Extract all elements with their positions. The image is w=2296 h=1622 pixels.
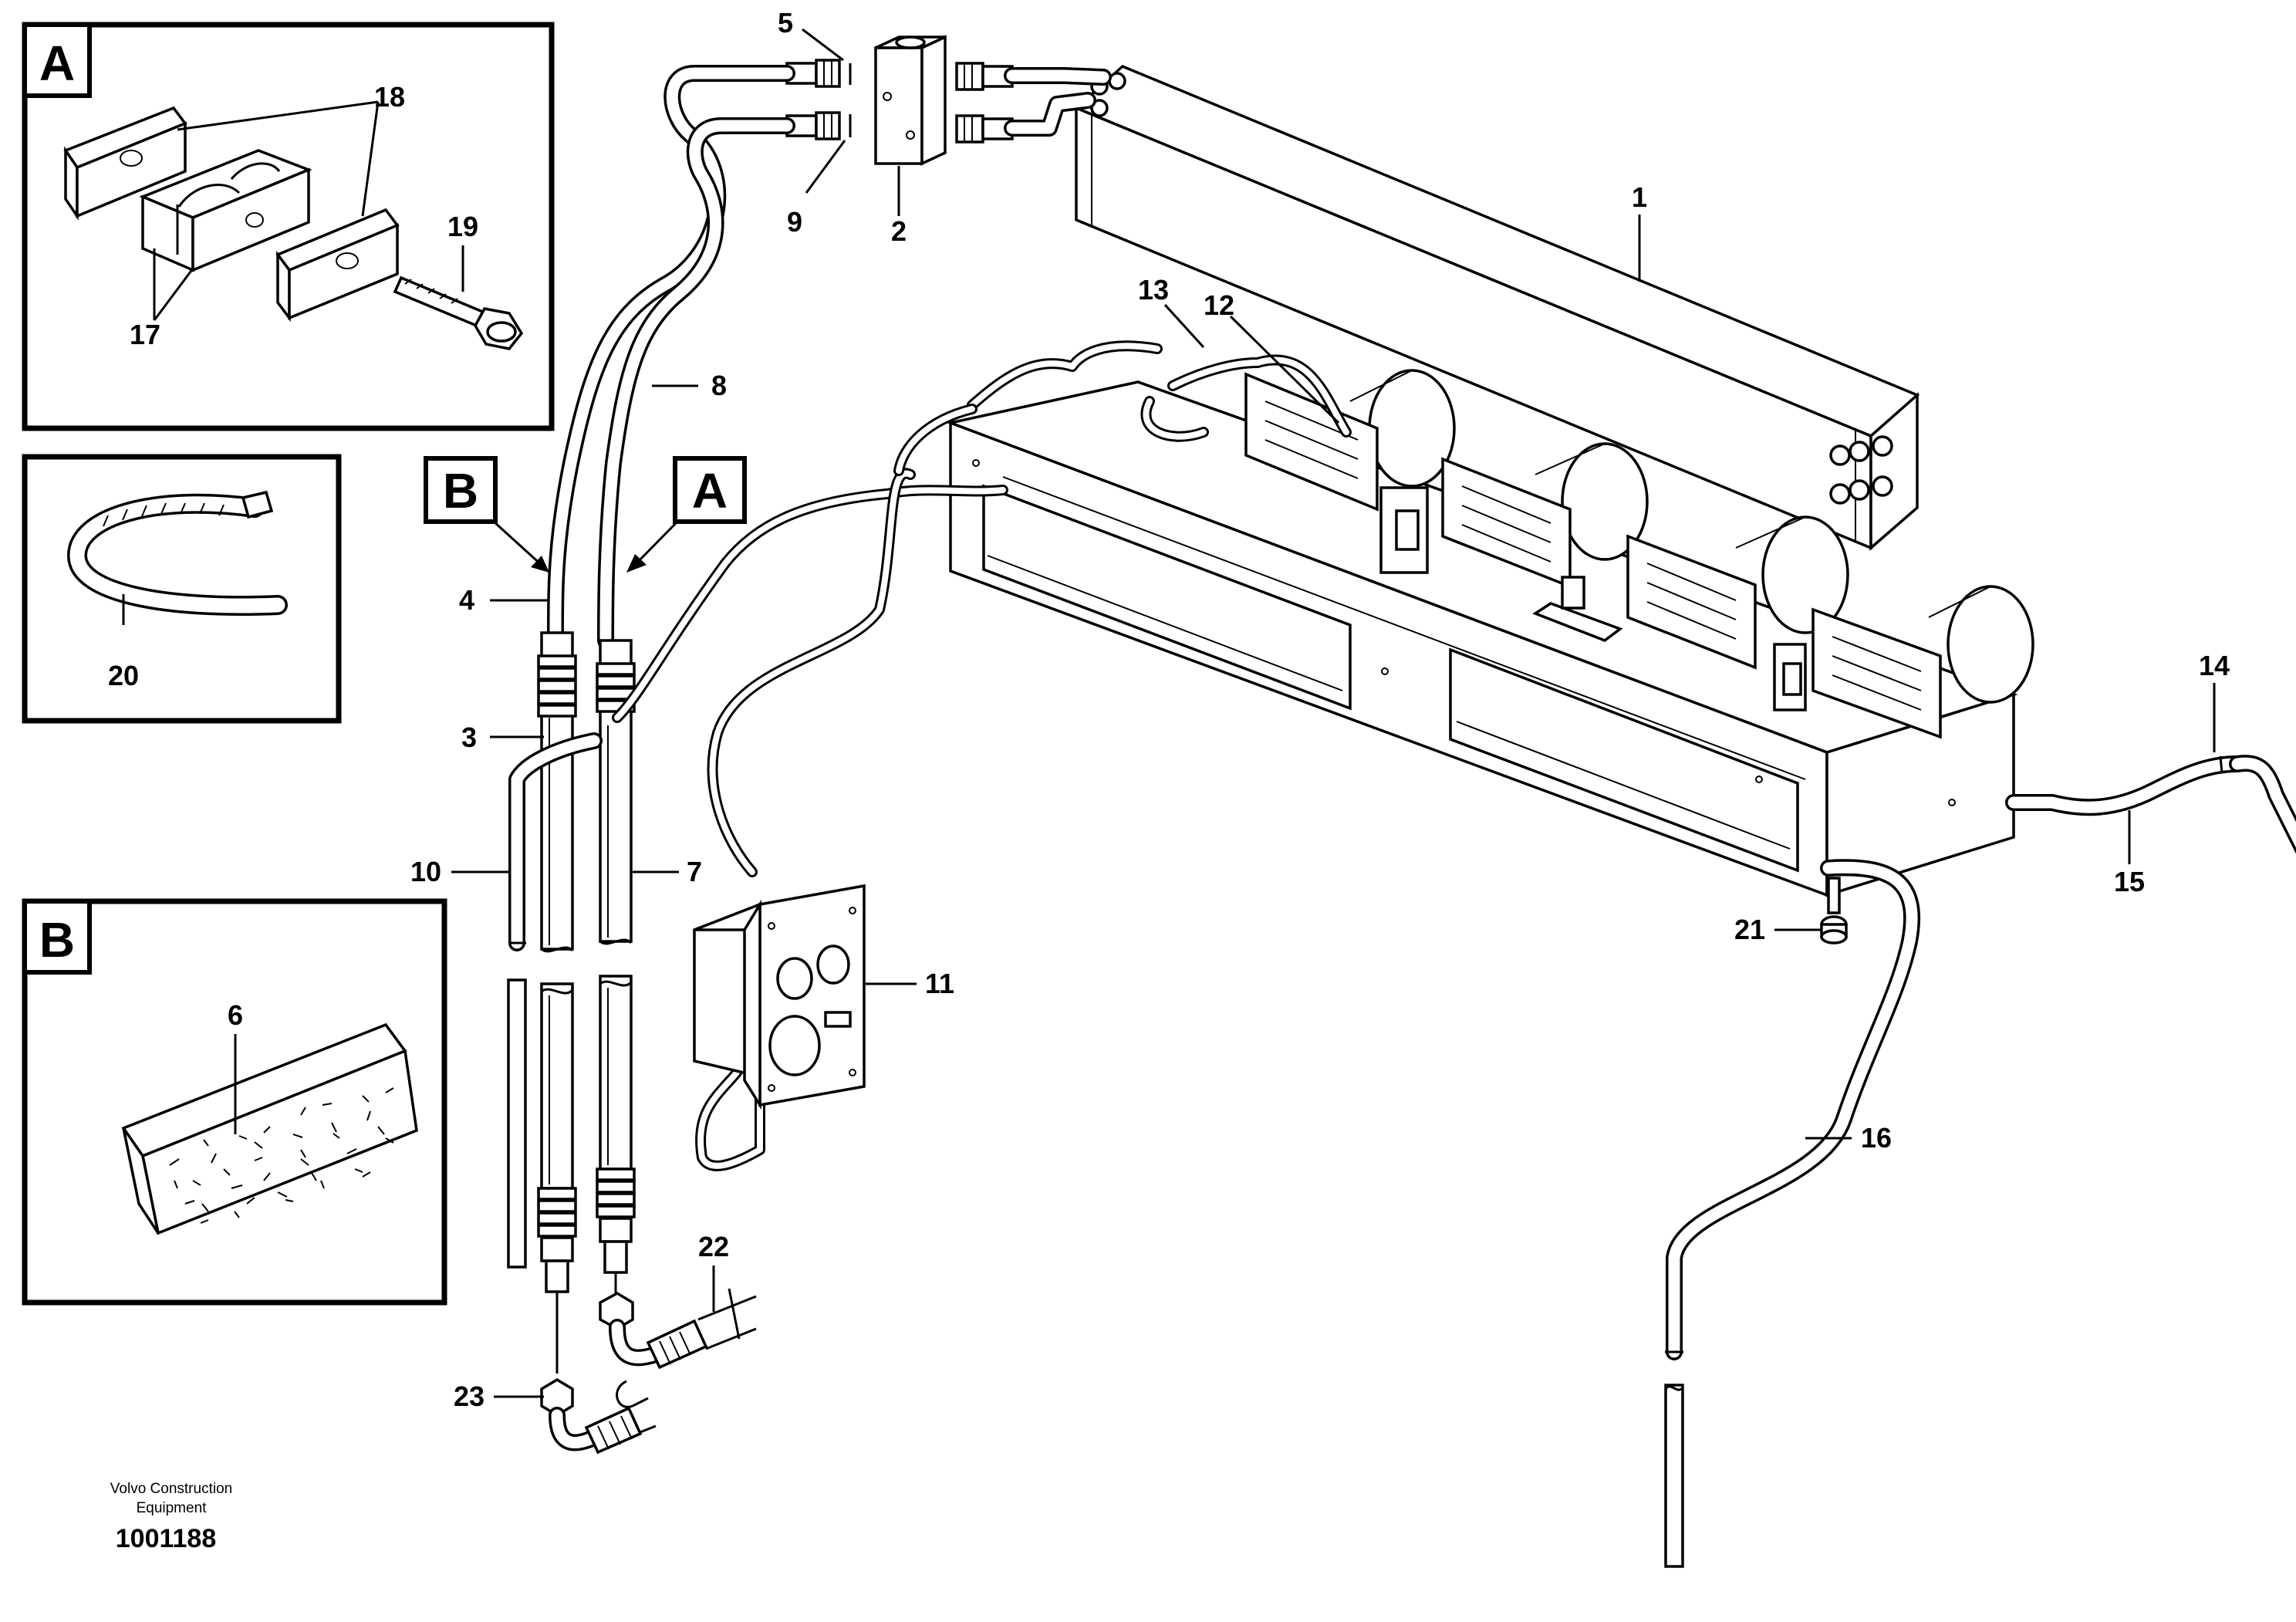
callout-10: 10 bbox=[410, 856, 441, 887]
detail-b-title: B bbox=[39, 912, 75, 968]
drain-hose-10 bbox=[508, 732, 603, 951]
elbow-fitting-22 bbox=[599, 1288, 757, 1370]
footer: Volvo Construction Equipment 1001188 bbox=[110, 1481, 232, 1553]
detail-a-title: A bbox=[39, 35, 75, 91]
pipe-fitting-icon bbox=[955, 114, 1014, 144]
clamp-plate-icon bbox=[63, 106, 187, 221]
manufacturer-line-1: Volvo Construction bbox=[110, 1481, 232, 1497]
callout-16: 16 bbox=[1861, 1122, 1892, 1154]
insulation-strip-icon bbox=[121, 1022, 418, 1235]
callout-3: 3 bbox=[461, 721, 477, 753]
pointer-a-label: A bbox=[692, 463, 728, 519]
control-panel bbox=[693, 884, 866, 1110]
drain-pipe-15 bbox=[2005, 755, 2246, 816]
drain-pipe-16 bbox=[1664, 859, 1921, 1568]
evaporator-connecting-pipes bbox=[1004, 67, 1112, 137]
view-pointer-a: A bbox=[626, 456, 747, 573]
detail-view-b: B 6 bbox=[22, 898, 447, 1306]
cable-tie-icon bbox=[66, 490, 288, 617]
refrigerant-pipe-4 bbox=[547, 65, 795, 641]
detail-view-a: A bbox=[22, 22, 555, 431]
callout-1: 1 bbox=[1632, 181, 1647, 213]
refrigerant-pipe-8 bbox=[597, 117, 795, 649]
callout-13: 13 bbox=[1138, 274, 1169, 306]
callout-20: 20 bbox=[108, 660, 139, 691]
expansion-valve bbox=[874, 35, 947, 166]
hose-7 bbox=[596, 639, 636, 945]
callout-19: 19 bbox=[447, 211, 478, 242]
callout-5: 5 bbox=[778, 7, 793, 39]
pipe-fitting-icon bbox=[785, 59, 852, 88]
callout-11: 11 bbox=[925, 968, 954, 999]
callout-18: 18 bbox=[374, 81, 405, 113]
evaporator-core bbox=[1073, 64, 1920, 551]
view-pointer-b: B bbox=[424, 456, 549, 573]
callout-9: 9 bbox=[787, 206, 802, 238]
callout-14: 14 bbox=[2199, 650, 2230, 681]
manufacturer-line-2: Equipment bbox=[137, 1500, 208, 1516]
bolt-icon bbox=[393, 275, 524, 350]
elbow-fitting-23 bbox=[540, 1377, 657, 1455]
hose-3 bbox=[537, 631, 577, 953]
callout-21: 21 bbox=[1734, 914, 1765, 945]
cable-tie-view: 20 bbox=[22, 454, 342, 724]
rotary-knob-icon bbox=[816, 944, 850, 985]
hose-3-lower bbox=[537, 982, 577, 1374]
pipe-fitting-icon bbox=[785, 111, 852, 140]
rotary-knob-icon bbox=[768, 1015, 821, 1076]
callouts: 1 2 3 4 5 7 8 9 10 11 12 13 14 15 16 21 bbox=[410, 7, 2230, 1412]
blower-motors bbox=[1349, 369, 2034, 704]
nut-icon bbox=[1820, 877, 1848, 944]
clamp-plate-icon bbox=[275, 208, 400, 323]
hose-7-lower bbox=[596, 975, 636, 1296]
callout-17: 17 bbox=[130, 319, 160, 350]
callout-15: 15 bbox=[2114, 866, 2145, 897]
callout-12: 12 bbox=[1204, 289, 1234, 321]
fan-scroll-panels bbox=[1244, 372, 1942, 739]
wiring-harness bbox=[612, 340, 1352, 1171]
drain-pipe-14 bbox=[2219, 755, 2296, 854]
document-number: 1001188 bbox=[116, 1524, 217, 1553]
callout-22: 22 bbox=[698, 1231, 729, 1262]
callout-23: 23 bbox=[454, 1380, 485, 1412]
rotary-knob-icon bbox=[776, 957, 813, 1000]
callout-4: 4 bbox=[459, 584, 474, 616]
callout-2: 2 bbox=[891, 215, 907, 247]
callout-7: 7 bbox=[687, 856, 702, 887]
evaporator-tube-ends-icon bbox=[1829, 435, 1893, 505]
callout-8: 8 bbox=[711, 370, 727, 401]
drain-hose-10-lower bbox=[507, 978, 527, 1269]
clamp-block-icon bbox=[139, 149, 312, 272]
relay-blocks bbox=[1379, 486, 1807, 711]
callout-6: 6 bbox=[228, 999, 243, 1031]
pointer-b-label: B bbox=[443, 463, 478, 519]
